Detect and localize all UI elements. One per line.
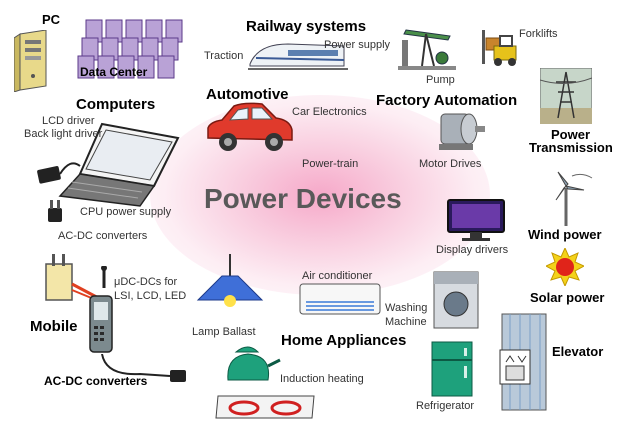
category-power-1: Power bbox=[551, 127, 591, 142]
category-power-2: Transmission bbox=[529, 140, 613, 155]
data-center-icon bbox=[77, 19, 183, 79]
label-lcd-driver: LCD driver bbox=[42, 115, 95, 127]
label-air-conditioner: Air conditioner bbox=[302, 270, 373, 282]
category-data-center: Data Center bbox=[80, 65, 148, 79]
label-udcdc-1: μDC-DCs for bbox=[114, 276, 178, 288]
category-elevator: Elevator bbox=[552, 344, 604, 359]
label-cpu-power: CPU power supply bbox=[80, 206, 172, 218]
diagram-title: Power Devices bbox=[204, 183, 402, 214]
category-automotive: Automotive bbox=[206, 86, 289, 103]
pc-tower-icon bbox=[14, 30, 47, 92]
power-transmission-icon bbox=[540, 68, 592, 124]
center-glow bbox=[150, 95, 490, 295]
label-pump: Pump bbox=[426, 74, 455, 86]
label-forklifts: Forklifts bbox=[519, 28, 558, 40]
category-mobile: Mobile bbox=[30, 318, 78, 335]
charger-cable-icon bbox=[101, 354, 186, 382]
category-railway: Railway systems bbox=[246, 18, 367, 35]
label-backlight-driver: Back light driver bbox=[24, 128, 103, 140]
label-traction: Traction bbox=[204, 50, 244, 62]
label-induction: Induction heating bbox=[280, 373, 364, 385]
lamp-icon bbox=[196, 254, 264, 307]
mobile-phone-icon bbox=[89, 266, 113, 353]
plug-icon bbox=[48, 200, 62, 222]
label-washing-1: Washing bbox=[385, 302, 428, 314]
category-factory: Factory Automation bbox=[376, 92, 518, 109]
train-icon bbox=[248, 43, 348, 70]
category-pc: PC bbox=[42, 12, 61, 27]
motor-icon bbox=[439, 113, 485, 150]
label-power-supply: Power supply bbox=[324, 39, 391, 51]
category-acdc-bottom: AC-DC converters bbox=[44, 374, 148, 388]
display-icon bbox=[447, 199, 505, 241]
category-wind: Wind power bbox=[528, 227, 602, 242]
air-conditioner-icon bbox=[299, 283, 381, 315]
car-icon bbox=[207, 102, 293, 151]
label-acdc-top: AC-DC converters bbox=[58, 230, 148, 242]
sun-icon bbox=[546, 248, 584, 286]
label-power-train: Power-train bbox=[302, 158, 359, 170]
label-display-drivers: Display drivers bbox=[436, 244, 509, 256]
label-refrigerator: Refrigerator bbox=[416, 400, 475, 412]
laptop-icon bbox=[37, 122, 180, 207]
label-washing-2: Machine bbox=[385, 316, 427, 328]
category-computers: Computers bbox=[76, 96, 156, 113]
label-car-electronics: Car Electronics bbox=[292, 106, 367, 118]
label-motor-drives: Motor Drives bbox=[419, 158, 482, 170]
induction-cooktop-icon bbox=[215, 346, 315, 419]
category-home: Home Appliances bbox=[281, 332, 407, 349]
washing-machine-icon bbox=[433, 271, 479, 329]
forklift-icon bbox=[482, 30, 517, 66]
elevator-building-icon bbox=[499, 313, 547, 411]
wind-turbine-icon bbox=[555, 171, 593, 226]
category-solar: Solar power bbox=[530, 290, 605, 305]
refrigerator-icon bbox=[431, 341, 473, 397]
pump-icon bbox=[398, 29, 456, 70]
label-lamp-ballast: Lamp Ballast bbox=[192, 326, 256, 338]
label-udcdc-2: LSI, LCD, LED bbox=[114, 290, 187, 302]
